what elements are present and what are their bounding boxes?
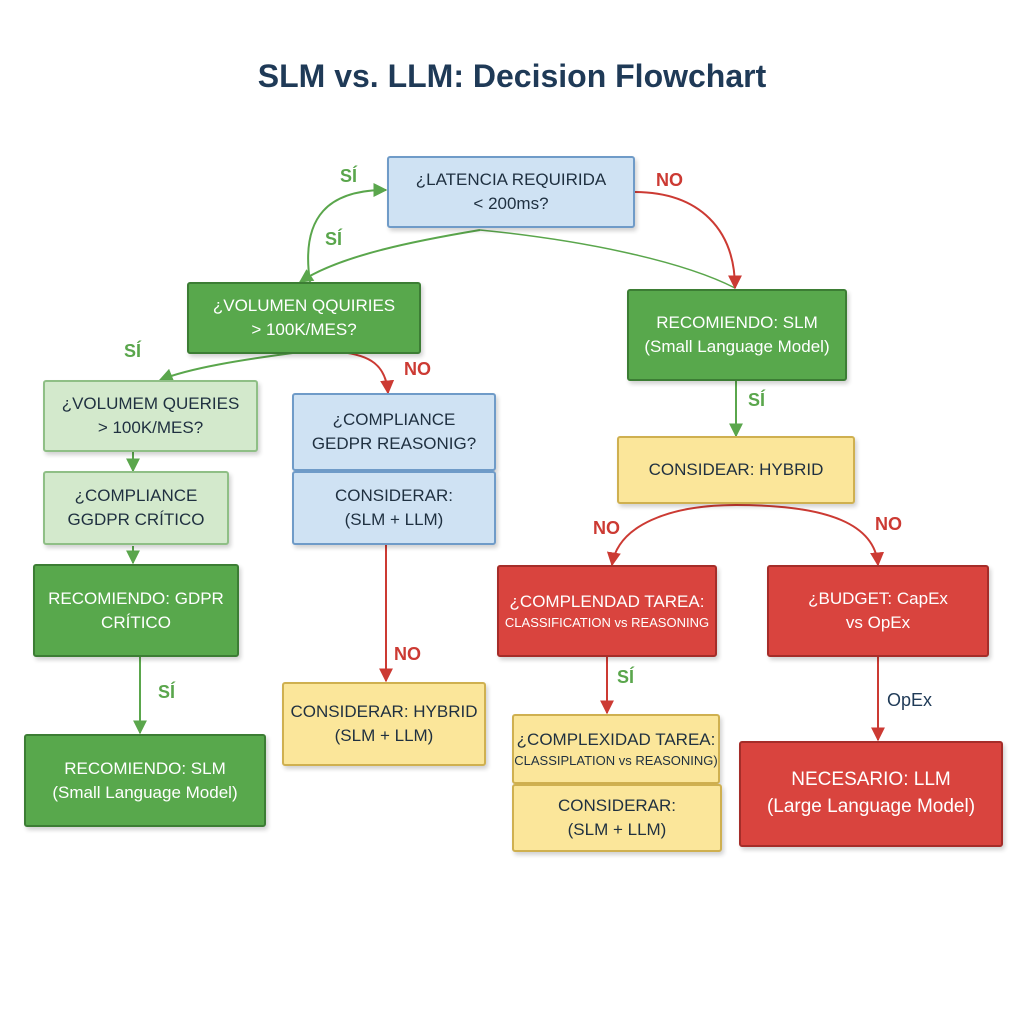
page-title: SLM vs. LLM: Decision Flowchart: [257, 58, 767, 94]
node-latencia-requerida: ¿LATENCIA REQUIRIDA < 200ms?: [387, 156, 635, 228]
arrow-latency-no-to-slm: [633, 191, 742, 290]
edge-label-si-volume-volumem: SÍ: [124, 341, 142, 361]
edge-label-no-considerar-hybrid: NO: [394, 644, 421, 664]
arrow-latency-to-volume: [298, 229, 481, 283]
node-consider-hybrid: CONSIDEAR: HYBRID: [617, 436, 855, 504]
edge-label-si-top-left: SÍ: [340, 166, 358, 186]
node-volumen-qquiries: ¿VOLUMEN QQUIRIES > 100K/MES?: [187, 282, 421, 354]
edge-label-no-latency-slm: NO: [656, 170, 683, 190]
node-recomiendo-slm-right: RECOMIENDO: SLM (Small Language Model): [627, 289, 847, 381]
node-recomiendo-gdpr: RECOMIENDO: GDPR CRÍTICO: [33, 564, 239, 657]
node-considerar-hybrid-mid: CONSIDERAR: HYBRID (SLM + LLM): [282, 682, 486, 766]
edge-label-no-hybrid-budget: NO: [875, 514, 902, 534]
edge-label-si-slm-hybrid: SÍ: [748, 390, 766, 410]
arrow-latency-to-slm-thin: [479, 229, 736, 289]
node-complendad-tarea: ¿COMPLENDAD TAREA: CLASSIFICATION vs REA…: [497, 565, 717, 657]
node-considerar-slm-llm-mid: CONSIDERAR: (SLM + LLM): [292, 471, 496, 545]
node-considerar-slm-llm-bottom: CONSIDERAR: (SLM + LLM): [512, 784, 722, 852]
arrow-volume-to-volumem: [158, 351, 301, 382]
edge-label-no-volume-compliance: NO: [404, 359, 431, 379]
arrow-hybrid-no-to-budget: [735, 504, 885, 567]
node-necesario-llm: NECESARIO: LLM (Large Language Model): [739, 741, 1003, 847]
arrow-volume-no-to-compliance: [339, 351, 395, 395]
arrow-volume-to-latency: [307, 183, 388, 283]
node-volumem-queries: ¿VOLUMEM QUERIES > 100K/MES?: [43, 380, 258, 452]
node-complexidad-tarea: ¿COMPLEXIDAD TAREA: CLASSIPLATION vs REA…: [512, 714, 720, 784]
node-budget: ¿BUDGET: CapEx vs OpEx: [767, 565, 989, 657]
edge-label-si-latency-volume: SÍ: [325, 229, 343, 249]
edge-label-no-hybrid-complendad: NO: [593, 518, 620, 538]
node-compliance-reasonig: ¿COMPLIANCE GEDPR REASONIG?: [292, 393, 496, 471]
edge-label-si-gdpr-slm: SÍ: [158, 682, 176, 702]
node-compliance-critico: ¿COMPLIANCE GGDPR CRÍTICO: [43, 471, 229, 545]
node-recomiendo-slm-left: RECOMIENDO: SLM (Small Language Model): [24, 734, 266, 827]
arrow-hybrid-no-to-complendad: [606, 504, 737, 567]
edge-label-opex: OpEx: [887, 690, 933, 710]
edge-label-si-complendad-complexidad: SÍ: [617, 667, 635, 687]
